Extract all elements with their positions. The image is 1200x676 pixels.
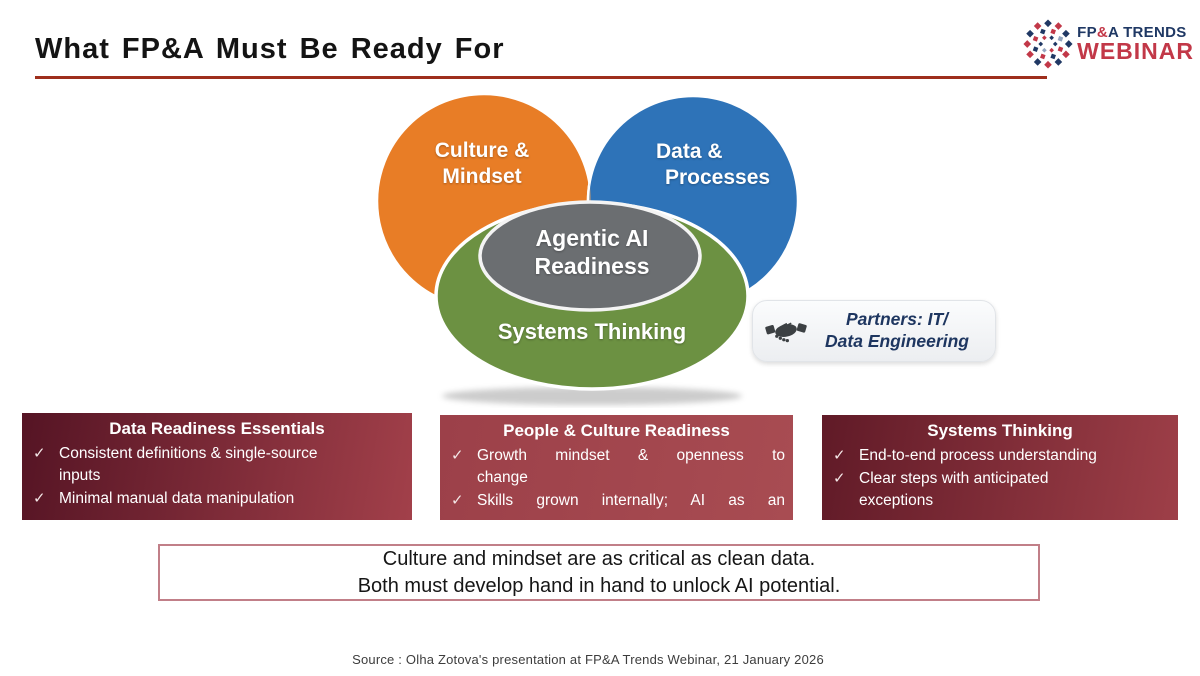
checkmark-icon: ✓ xyxy=(833,447,846,464)
checkmark-icon: ✓ xyxy=(451,492,464,509)
key-message-line-1: Culture and mindset are as critical as c… xyxy=(382,547,816,570)
venn-diagram xyxy=(375,92,800,405)
key-message-box: Culture and mindset are as critical as c… xyxy=(158,544,1040,601)
partners-line-1: Partners: IT/ xyxy=(845,309,949,330)
people-culture-box-title: People & Culture Readiness xyxy=(503,421,730,440)
venn-shadow xyxy=(442,387,742,405)
bullet-item: ✓ Growth mindset & openness to change xyxy=(440,445,793,489)
bullet-item: ✓ Minimal manual data manipulation xyxy=(22,488,412,510)
agentic-ai-readiness-label: Agentic AI Readiness xyxy=(534,225,650,280)
page-title: What FP&A Must Be Ready For xyxy=(35,33,505,65)
source-attribution: Source : Olha Zotova's presentation at F… xyxy=(352,652,824,667)
culture-mindset-label: Culture & Mindset xyxy=(434,139,530,189)
checkmark-icon: ✓ xyxy=(33,490,46,507)
bullet-item: ✓ Consistent definitions & single-source… xyxy=(22,443,412,487)
logo-wordmark: FP&A TRENDS WEBINAR xyxy=(1077,23,1194,64)
checkmark-icon: ✓ xyxy=(451,447,464,464)
checkmark-icon: ✓ xyxy=(833,470,846,487)
systems-thinking-box: Systems Thinking ✓ End-to-end process un… xyxy=(822,415,1178,520)
data-processes-label: Data & Processes xyxy=(656,140,771,190)
systems-thinking-box-title: Systems Thinking xyxy=(927,421,1073,440)
systems-thinking-label: Systems Thinking xyxy=(497,319,687,344)
bullet-item: ✓ End-to-end process understanding xyxy=(822,445,1178,467)
key-message-line-2: Both must develop hand in hand to unlock… xyxy=(357,574,841,597)
logo-brand-line: FP&A TRENDS xyxy=(1077,23,1187,41)
bullet-item: ✓ Clear steps with anticipated exception… xyxy=(822,468,1178,512)
title-underline xyxy=(35,76,1047,79)
partners-callout-text: Partners: IT/ Data Engineering xyxy=(807,309,987,353)
fpa-trends-webinar-logo: FP&A TRENDS WEBINAR xyxy=(1022,16,1194,72)
partners-line-2: Data Engineering xyxy=(825,331,969,351)
data-readiness-box-title: Data Readiness Essentials xyxy=(109,419,325,438)
partners-callout: Partners: IT/ Data Engineering xyxy=(752,300,996,362)
data-readiness-box: Data Readiness Essentials ✓ Consistent d… xyxy=(22,413,412,520)
bullet-item: ✓ Skills grown internally; AI as an xyxy=(440,490,793,512)
people-culture-box: People & Culture Readiness ✓ Growth mind… xyxy=(440,415,793,520)
agentic-ai-center-ellipse xyxy=(478,200,702,312)
logo-mosaic-globe-icon xyxy=(1023,19,1073,69)
checkmark-icon: ✓ xyxy=(33,445,46,462)
logo-webinar-line: WEBINAR xyxy=(1077,37,1194,64)
handshake-icon xyxy=(765,322,807,343)
